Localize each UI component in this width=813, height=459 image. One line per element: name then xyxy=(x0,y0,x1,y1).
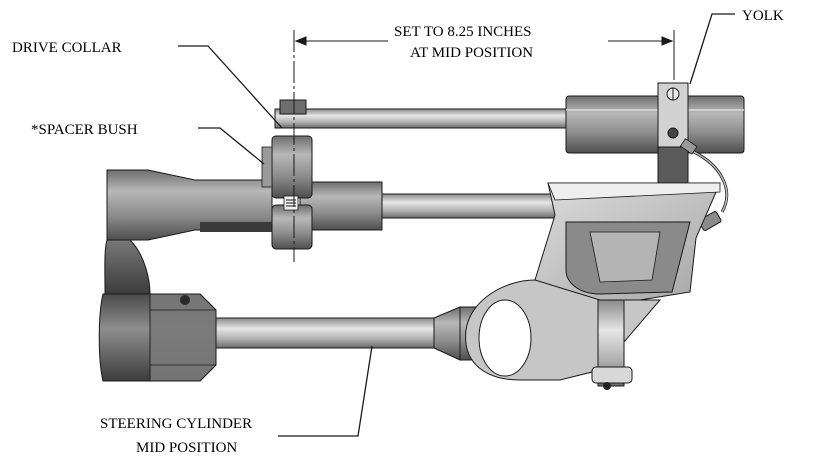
spacer-bush xyxy=(261,146,273,188)
label-drive-collar: DRIVE COLLAR xyxy=(12,40,122,56)
label-dimension-line1: SET TO 8.25 INCHES xyxy=(394,24,532,40)
label-dimension-line2: AT MID POSITION xyxy=(410,45,533,61)
label-yolk: YOLK xyxy=(742,8,784,24)
dimension-marker xyxy=(293,30,675,262)
steering-cylinder xyxy=(98,293,501,382)
label-cylinder-line1: STEERING CYLINDER xyxy=(100,416,252,432)
label-spacer-bush: *SPACER BUSH xyxy=(31,122,138,138)
drive-shaft xyxy=(106,169,563,241)
yolk-clamp xyxy=(657,82,689,184)
sensor-cable xyxy=(679,138,729,231)
label-cylinder-line2: MID POSITION xyxy=(136,440,237,456)
tie-rod xyxy=(274,95,745,154)
drive-collar xyxy=(271,99,313,250)
steering-knuckle xyxy=(465,182,721,390)
leader-lines xyxy=(178,13,735,437)
